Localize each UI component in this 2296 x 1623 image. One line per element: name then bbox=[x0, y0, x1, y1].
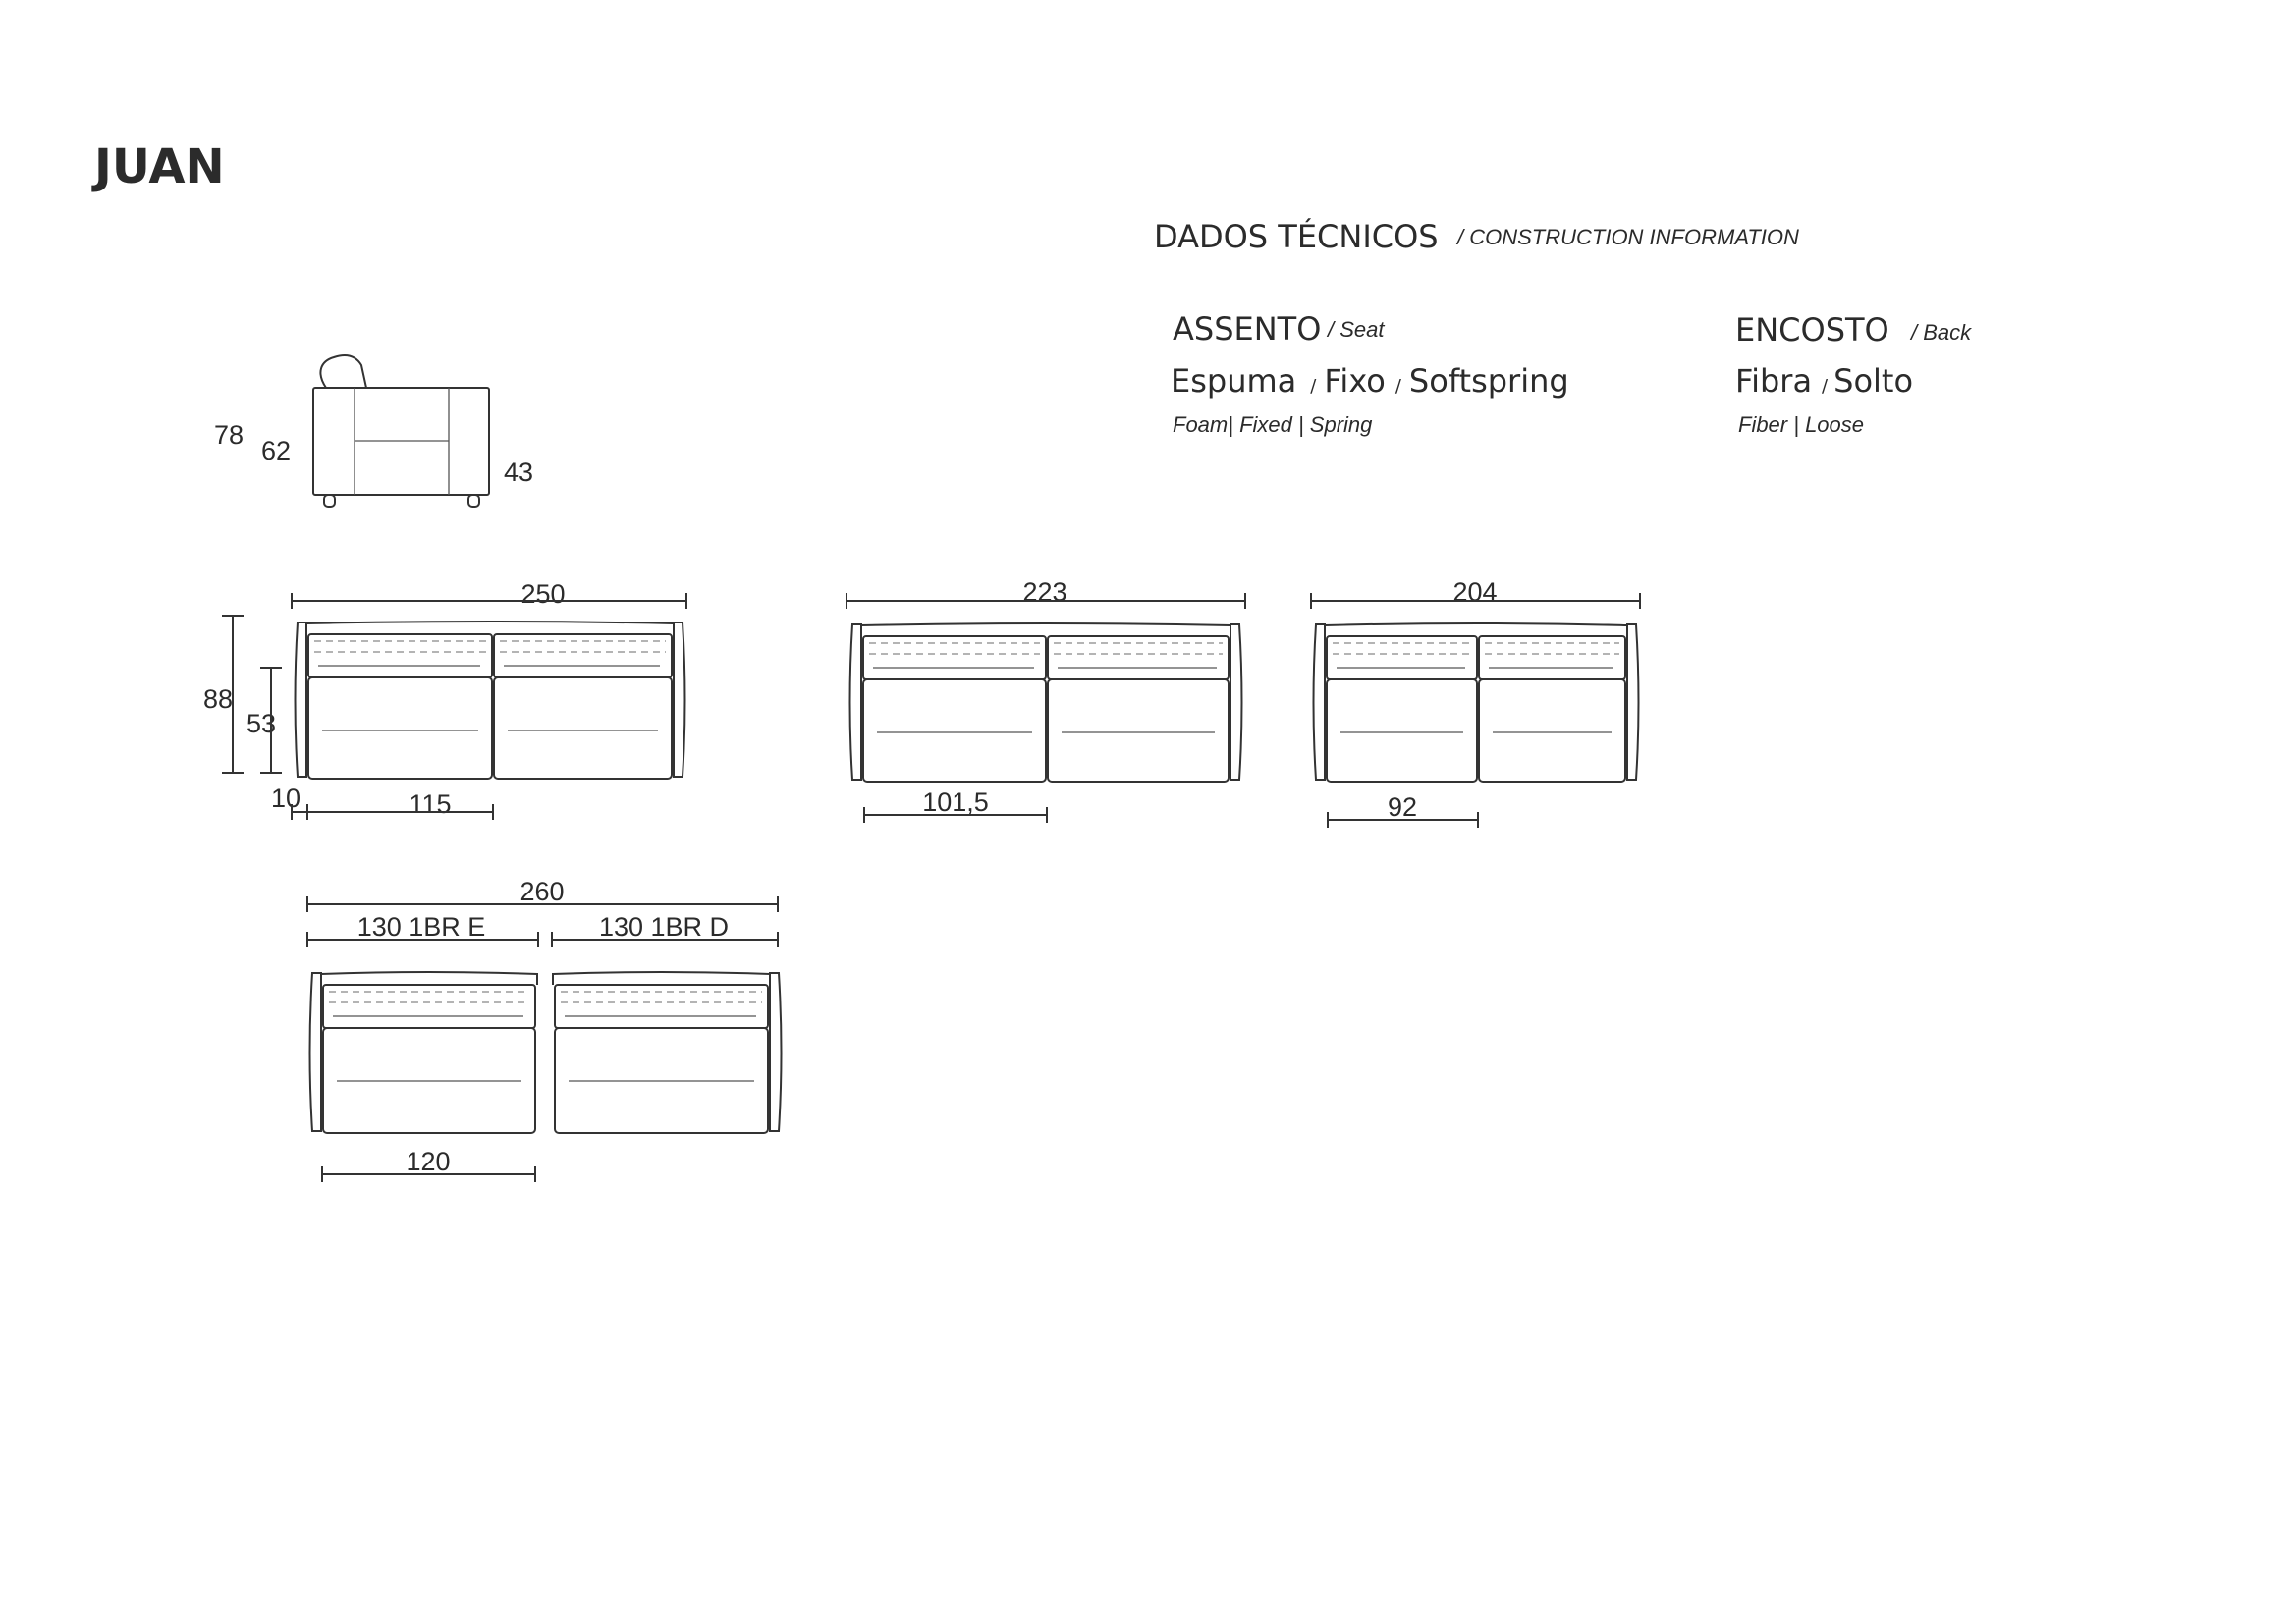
dimension-line-horizontal bbox=[1310, 593, 1641, 609]
back-cushion-seam bbox=[1485, 642, 1619, 655]
seat-cushion bbox=[493, 676, 673, 780]
backrest-frame bbox=[1324, 622, 1628, 636]
back-cushion-seam bbox=[1333, 642, 1471, 655]
side-view: 78 62 43 bbox=[214, 354, 533, 508]
dim-223-width: 223 bbox=[1022, 577, 1066, 607]
backrest-frame bbox=[860, 622, 1231, 636]
tech-heading: DADOS TÉCNICOS bbox=[1154, 218, 1439, 255]
dimension-line-horizontal bbox=[1327, 812, 1479, 828]
dim-204-width: 204 bbox=[1452, 577, 1497, 607]
seat-cushion bbox=[1326, 678, 1478, 783]
dim-260-width: 260 bbox=[519, 877, 564, 906]
dim-260-module-right: 130 1BR D bbox=[599, 912, 729, 942]
seat-material: Softspring bbox=[1409, 362, 1569, 400]
tech-heading-en: / CONSTRUCTION INFORMATION bbox=[1455, 225, 1799, 249]
product-title: JUAN bbox=[91, 139, 225, 194]
dimension-line bbox=[260, 667, 282, 774]
seat-cushion bbox=[1478, 678, 1626, 783]
backrest-frame bbox=[305, 621, 675, 634]
side-panels bbox=[354, 388, 450, 495]
seat-material: Espuma bbox=[1171, 362, 1296, 400]
back-cushion-seam bbox=[329, 991, 529, 1003]
armrest-left bbox=[308, 972, 322, 1132]
sofa-250 bbox=[294, 621, 686, 780]
backrest-frame bbox=[552, 971, 771, 985]
dim-260-module-left: 130 1BR E bbox=[357, 912, 486, 942]
seat-materials-en: Foam| Fixed | Spring bbox=[1173, 412, 1373, 437]
armrest-right bbox=[673, 622, 686, 778]
armrest-left bbox=[294, 622, 307, 778]
dimension-line-horizontal bbox=[551, 932, 779, 947]
headrest bbox=[319, 354, 367, 389]
seat-cushion bbox=[862, 678, 1047, 783]
dim-260-seat-width: 120 bbox=[406, 1147, 450, 1176]
dimension-line-vertical bbox=[222, 615, 244, 774]
seat-label: ASSENTO bbox=[1173, 310, 1321, 348]
armrest-left bbox=[1312, 623, 1326, 781]
dimension-line-horizontal bbox=[306, 932, 539, 947]
back-materials-en: Fiber | Loose bbox=[1738, 412, 1864, 437]
seat-cushion bbox=[1047, 678, 1230, 783]
dim-back-height: 62 bbox=[261, 436, 291, 465]
leg bbox=[467, 494, 480, 508]
side-body bbox=[312, 387, 490, 496]
dim-250-width: 250 bbox=[520, 579, 565, 609]
seat-cushion bbox=[307, 676, 493, 780]
sofa-204 bbox=[1312, 622, 1640, 783]
seat-label-en: / Seat bbox=[1326, 317, 1385, 342]
sofa-260-module-right bbox=[552, 971, 783, 1134]
dimension-line-horizontal bbox=[846, 593, 1246, 609]
seat-cushion bbox=[322, 1027, 536, 1134]
dimension-line bbox=[222, 615, 244, 774]
dimension-line-vertical bbox=[260, 667, 282, 774]
seat-materials: Espuma/Fixo/Softspring bbox=[1171, 362, 1569, 400]
back-material: Fibra bbox=[1735, 362, 1812, 400]
dim-223-seat-width: 101,5 bbox=[922, 787, 989, 817]
dimension-line-horizontal bbox=[321, 1166, 536, 1182]
dimension-line-horizontal bbox=[306, 896, 779, 912]
dim-204-seat-width: 92 bbox=[1388, 792, 1417, 822]
back-cushion-seam bbox=[869, 642, 1040, 655]
seat-material: Fixo bbox=[1324, 362, 1386, 400]
armrest-right bbox=[1626, 623, 1640, 781]
armrest-left bbox=[848, 623, 862, 781]
back-material: Solto bbox=[1833, 362, 1913, 400]
dimension-line-horizontal bbox=[863, 807, 1048, 823]
dim-250-seat-width: 115 bbox=[409, 789, 451, 819]
sofa-260-module-left bbox=[308, 971, 538, 1134]
dim-total-height: 78 bbox=[214, 420, 244, 450]
dimension-line-horizontal bbox=[291, 804, 494, 820]
backrest-frame bbox=[320, 971, 538, 985]
back-cushion-seam bbox=[1054, 642, 1223, 655]
dim-250-depth: 88 bbox=[203, 684, 233, 714]
armrest-right bbox=[769, 972, 783, 1132]
armrest-right bbox=[1230, 623, 1243, 781]
back-label-en: / Back bbox=[1909, 320, 1972, 345]
dimension-line-horizontal bbox=[291, 593, 687, 609]
back-cushion-seam bbox=[500, 640, 666, 653]
back-cushion-seam bbox=[314, 640, 486, 653]
back-label: ENCOSTO bbox=[1735, 311, 1889, 349]
back-materials: Fibra/Solto bbox=[1735, 362, 1913, 400]
seat-cushion bbox=[554, 1027, 769, 1134]
dim-seat-height: 43 bbox=[504, 458, 533, 487]
back-cushion-seam bbox=[561, 991, 762, 1003]
sofa-223 bbox=[848, 622, 1243, 783]
dim-250-arm: 10 bbox=[271, 784, 301, 813]
leg bbox=[323, 494, 336, 508]
